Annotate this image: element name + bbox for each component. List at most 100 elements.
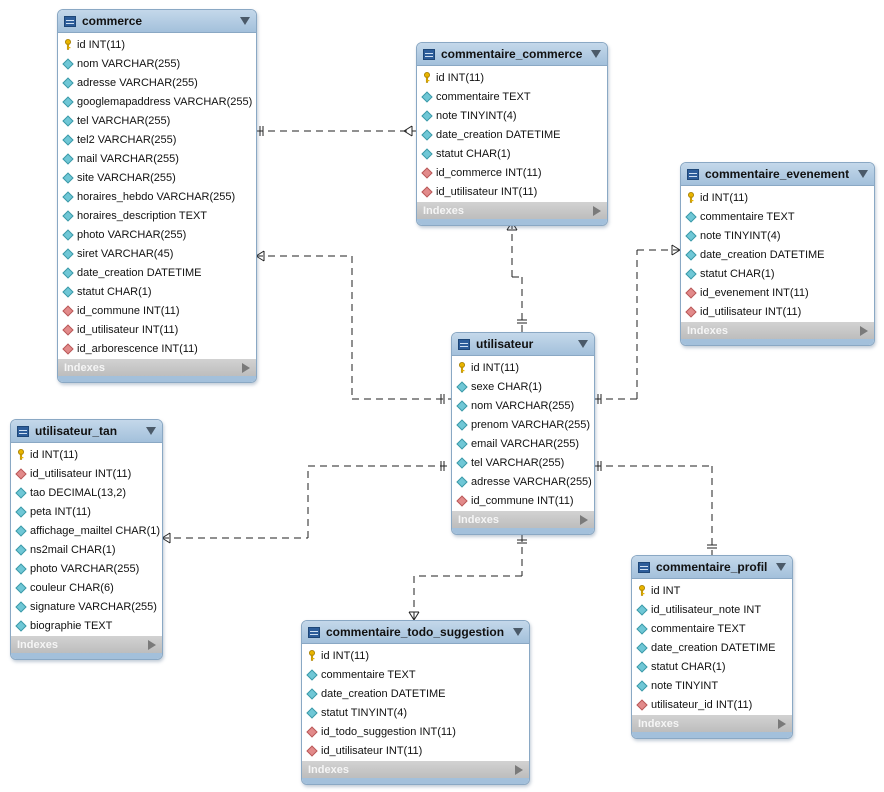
column-label: affichage_mailtel CHAR(1): [30, 524, 161, 537]
column-row[interactable]: biographie TEXT: [11, 616, 162, 635]
column-row[interactable]: siret VARCHAR(45): [58, 244, 256, 263]
column-row[interactable]: utilisateur_id INT(11): [632, 695, 792, 714]
collapse-caret-icon[interactable]: [578, 340, 588, 348]
column-row[interactable]: id_commerce INT(11): [417, 163, 607, 182]
expand-arrow-icon[interactable]: [148, 639, 156, 650]
column-row[interactable]: tel VARCHAR(255): [452, 453, 594, 472]
column-row[interactable]: nom VARCHAR(255): [58, 54, 256, 73]
indexes-bar[interactable]: Indexes: [681, 322, 874, 339]
column-row[interactable]: date_creation DATETIME: [632, 638, 792, 657]
column-icon: [422, 149, 432, 159]
indexes-bar[interactable]: Indexes: [632, 715, 792, 732]
column-row[interactable]: affichage_mailtel CHAR(1): [11, 521, 162, 540]
column-row[interactable]: googlemapaddress VARCHAR(255): [58, 92, 256, 111]
table-header[interactable]: commerce: [58, 10, 256, 33]
column-row[interactable]: statut CHAR(1): [632, 657, 792, 676]
table-header[interactable]: utilisateur: [452, 333, 594, 356]
column-row[interactable]: statut TINYINT(4): [302, 703, 529, 722]
column-row[interactable]: id INT(11): [452, 358, 594, 377]
column-row[interactable]: photo VARCHAR(255): [11, 559, 162, 578]
collapse-caret-icon[interactable]: [513, 628, 523, 636]
column-row[interactable]: id_arborescence INT(11): [58, 339, 256, 358]
indexes-bar[interactable]: Indexes: [11, 636, 162, 653]
column-row[interactable]: date_creation DATETIME: [417, 125, 607, 144]
table-utilisateur[interactable]: utilisateur id INT(11)sexe CHAR(1)nom VAR…: [451, 332, 595, 535]
column-row[interactable]: id_commune INT(11): [58, 301, 256, 320]
column-row[interactable]: adresse VARCHAR(255): [452, 472, 594, 491]
column-row[interactable]: id INT: [632, 581, 792, 600]
indexes-bar[interactable]: Indexes: [452, 511, 594, 528]
column-row[interactable]: id_utilisateur INT(11): [58, 320, 256, 339]
column-row[interactable]: mail VARCHAR(255): [58, 149, 256, 168]
column-row[interactable]: adresse VARCHAR(255): [58, 73, 256, 92]
column-row[interactable]: commentaire TEXT: [302, 665, 529, 684]
indexes-bar[interactable]: Indexes: [417, 202, 607, 219]
column-row[interactable]: tel2 VARCHAR(255): [58, 130, 256, 149]
column-row[interactable]: peta INT(11): [11, 502, 162, 521]
collapse-caret-icon[interactable]: [146, 427, 156, 435]
column-row[interactable]: horaires_hebdo VARCHAR(255): [58, 187, 256, 206]
column-row[interactable]: id_utilisateur INT(11): [681, 302, 874, 321]
column-row[interactable]: statut CHAR(1): [58, 282, 256, 301]
column-row[interactable]: id INT(11): [417, 68, 607, 87]
table-header[interactable]: commentaire_profil: [632, 556, 792, 579]
expand-arrow-icon[interactable]: [242, 362, 250, 373]
column-row[interactable]: id_utilisateur INT(11): [302, 741, 529, 760]
column-row[interactable]: couleur CHAR(6): [11, 578, 162, 597]
collapse-caret-icon[interactable]: [591, 50, 601, 58]
column-row[interactable]: date_creation DATETIME: [681, 245, 874, 264]
expand-arrow-icon[interactable]: [778, 718, 786, 729]
column-row[interactable]: note TINYINT: [632, 676, 792, 695]
column-row[interactable]: statut CHAR(1): [417, 144, 607, 163]
column-row[interactable]: id_commune INT(11): [452, 491, 594, 510]
collapse-caret-icon[interactable]: [858, 170, 868, 178]
column-row[interactable]: tel VARCHAR(255): [58, 111, 256, 130]
column-row[interactable]: note TINYINT(4): [417, 106, 607, 125]
column-row[interactable]: nom VARCHAR(255): [452, 396, 594, 415]
column-row[interactable]: id INT(11): [11, 445, 162, 464]
column-row[interactable]: email VARCHAR(255): [452, 434, 594, 453]
column-row[interactable]: note TINYINT(4): [681, 226, 874, 245]
column-row[interactable]: id_utilisateur INT(11): [417, 182, 607, 201]
expand-arrow-icon[interactable]: [593, 205, 601, 216]
column-row[interactable]: commentaire TEXT: [681, 207, 874, 226]
column-row[interactable]: horaires_description TEXT: [58, 206, 256, 225]
collapse-caret-icon[interactable]: [776, 563, 786, 571]
table-header[interactable]: utilisateur_tan: [11, 420, 162, 443]
table-commerce[interactable]: commerce id INT(11)nom VARCHAR(255)adress…: [57, 9, 257, 383]
column-row[interactable]: id_utilisateur_note INT: [632, 600, 792, 619]
expand-arrow-icon[interactable]: [860, 325, 868, 336]
expand-arrow-icon[interactable]: [580, 514, 588, 525]
indexes-bar[interactable]: Indexes: [58, 359, 256, 376]
column-row[interactable]: id_utilisateur INT(11): [11, 464, 162, 483]
table-header[interactable]: commentaire_todo_suggestion: [302, 621, 529, 644]
column-row[interactable]: id_todo_suggestion INT(11): [302, 722, 529, 741]
column-row[interactable]: photo VARCHAR(255): [58, 225, 256, 244]
column-row[interactable]: id_evenement INT(11): [681, 283, 874, 302]
column-row[interactable]: id INT(11): [302, 646, 529, 665]
column-row[interactable]: id INT(11): [681, 188, 874, 207]
column-row[interactable]: date_creation DATETIME: [302, 684, 529, 703]
column-row[interactable]: commentaire TEXT: [417, 87, 607, 106]
column-row[interactable]: ns2mail CHAR(1): [11, 540, 162, 559]
column-icon: [16, 621, 26, 631]
table-header[interactable]: commentaire_evenement: [681, 163, 874, 186]
column-row[interactable]: sexe CHAR(1): [452, 377, 594, 396]
column-row[interactable]: prenom VARCHAR(255): [452, 415, 594, 434]
expand-arrow-icon[interactable]: [515, 764, 523, 775]
indexes-bar[interactable]: Indexes: [302, 761, 529, 778]
column-row[interactable]: commentaire TEXT: [632, 619, 792, 638]
column-row[interactable]: site VARCHAR(255): [58, 168, 256, 187]
column-row[interactable]: date_creation DATETIME: [58, 263, 256, 282]
table-header[interactable]: commentaire_commerce: [417, 43, 607, 66]
column-row[interactable]: signature VARCHAR(255): [11, 597, 162, 616]
column-row[interactable]: tao DECIMAL(13,2): [11, 483, 162, 502]
column-row[interactable]: id INT(11): [58, 35, 256, 54]
collapse-caret-icon[interactable]: [240, 17, 250, 25]
column-row[interactable]: statut CHAR(1): [681, 264, 874, 283]
